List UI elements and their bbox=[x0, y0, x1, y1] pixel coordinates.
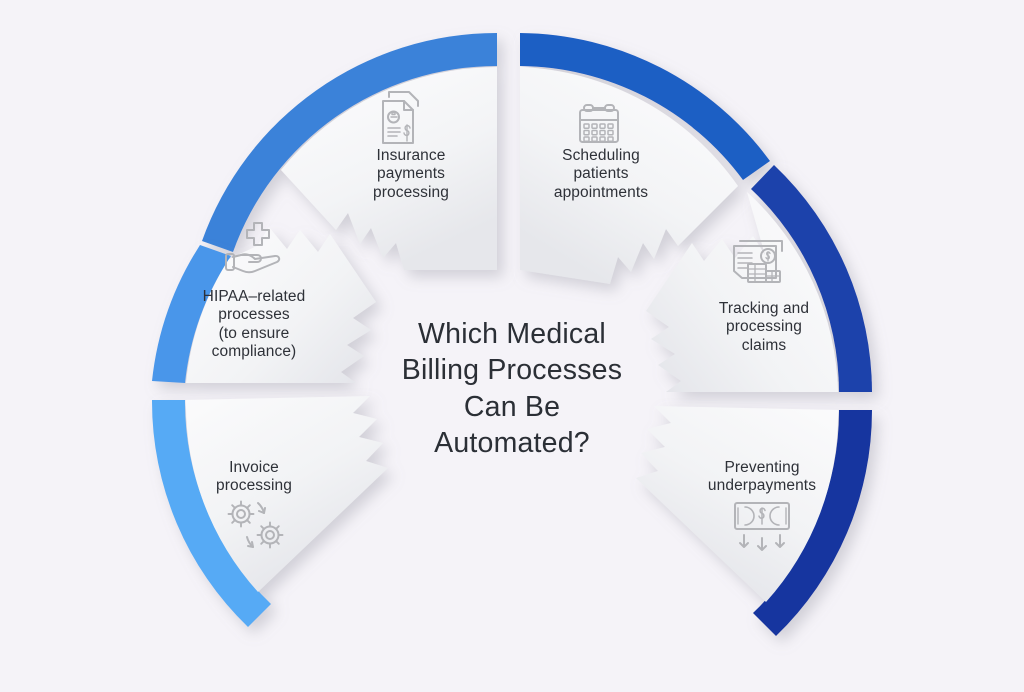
segment-panel-scheduling bbox=[520, 67, 738, 284]
segment-panel-insurance bbox=[281, 67, 497, 270]
banknote-down-arrows-icon bbox=[734, 502, 790, 551]
segment-hipaa-related-processes[interactable] bbox=[152, 227, 376, 383]
segment-arc-scheduling bbox=[520, 33, 770, 180]
segment-invoice-processing[interactable] bbox=[151, 396, 388, 627]
segment-arc-tracking bbox=[751, 165, 872, 392]
gears-cycle-icon bbox=[227, 500, 284, 549]
segment-insurance-payments-processing[interactable] bbox=[202, 32, 497, 270]
segment-scheduling-patients-appointments[interactable] bbox=[520, 33, 770, 284]
page-title: Which Medical Billing Processes Can Be A… bbox=[401, 318, 623, 460]
segment-arc-invoice bbox=[151, 400, 271, 627]
segment-arc-hipaa bbox=[152, 245, 231, 383]
segment-panel-tracking bbox=[646, 192, 838, 392]
segment-arc-insurance bbox=[202, 32, 497, 252]
hand-medical-cross-icon bbox=[225, 222, 281, 274]
insurance-document-icon bbox=[382, 91, 419, 144]
segment-tracking-and-processing-claims[interactable] bbox=[646, 165, 872, 392]
calendar-icon bbox=[579, 104, 619, 143]
claims-documents-icon bbox=[733, 240, 783, 283]
segment-panel-invoice bbox=[185, 396, 388, 592]
